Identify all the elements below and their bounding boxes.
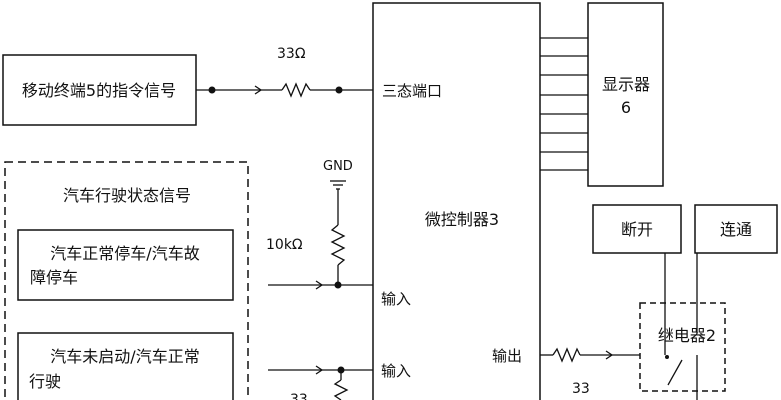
status-drive-box [17,332,234,400]
resistor-pulldown-symbol [330,224,346,285]
connect-label: 连通 [720,220,752,239]
input-2-wire [268,365,373,400]
relay-label: 继电器2 [658,326,716,345]
node-dot [337,366,345,374]
input-1-wire [268,280,373,290]
node-dot [208,86,216,94]
resistor-pulldown-label: 10kΩ [266,237,303,253]
resistor-bottom-symbol [552,347,581,363]
display-label-line1: 显示器 [602,75,650,94]
relay-contact-dot [665,355,669,359]
resistor-top-symbol [281,82,311,98]
node-dot [335,86,343,94]
output-wire [540,347,640,363]
node-dot [334,281,342,289]
output-label: 输出 [492,347,522,365]
microcontroller-label: 微控制器3 [425,210,499,229]
status-drive-label-line2: 行驶 [29,372,61,391]
disconnect-box [592,204,682,254]
resistor-bottom-left-label: 33 [290,392,308,400]
relay-wiring [664,253,698,400]
tristate-port-label: 三态端口 [382,82,442,100]
vehicle-status-group-label: 汽车行驶状态信号 [63,186,191,205]
vehicle-status-group-box [4,161,249,400]
gnd-label: GND [323,159,353,174]
resistor-bottom-left-symbol [333,379,349,400]
input-1-label: 输入 [381,290,411,308]
display-label-line2: 6 [621,98,631,117]
mobile-terminal-label: 移动终端5的指令信号 [22,81,176,100]
microcontroller-box [372,2,541,400]
status-stop-box [17,229,234,301]
display-bus [540,37,588,171]
status-stop-label-line2: 障停车 [30,268,78,287]
status-stop-label-line1: 汽车正常停车/汽车故 [50,244,199,263]
relay-box [639,302,726,392]
input-2-label: 输入 [381,362,411,380]
tristate-wire [196,82,373,98]
status-drive-label-line1: 汽车未启动/汽车正常 [50,347,199,366]
connect-box [694,204,778,254]
display-box [587,2,664,187]
ground-symbol [330,180,346,225]
resistor-bottom-label: 33 [572,381,590,397]
disconnect-label: 断开 [621,220,653,239]
resistor-top-label: 33Ω [277,46,306,62]
